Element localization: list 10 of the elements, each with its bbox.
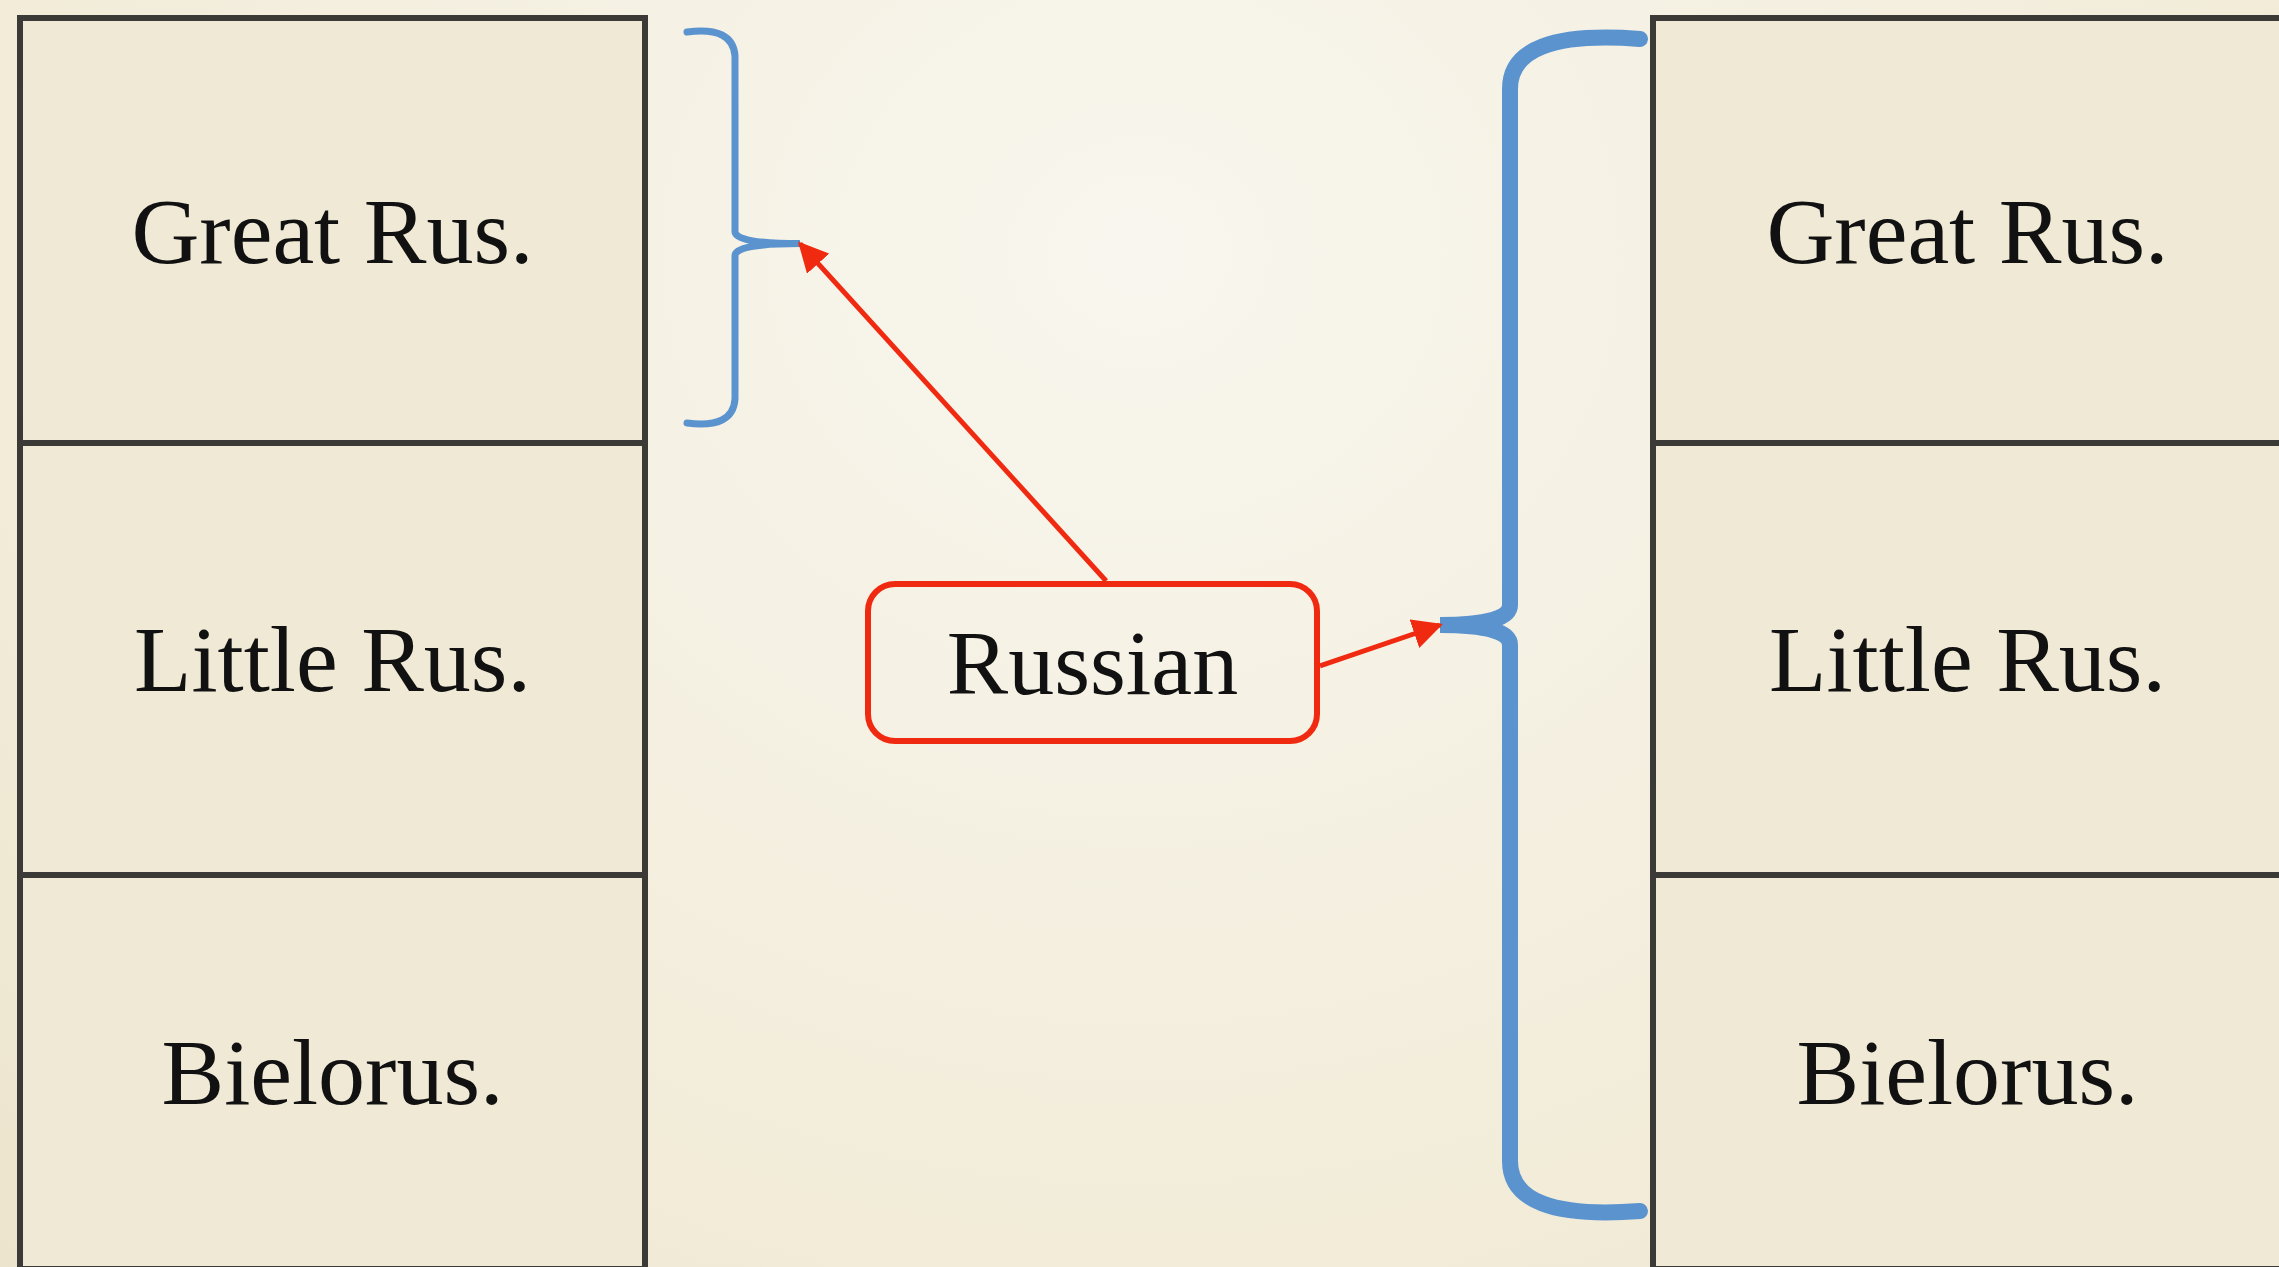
node-label: Bielorus. xyxy=(161,1019,504,1126)
node-label: Bielorus. xyxy=(1796,1019,2139,1126)
node-label: Little Rus. xyxy=(134,606,531,713)
node-label: Great Rus. xyxy=(131,177,534,285)
node-label: Little Rus. xyxy=(1769,606,2166,713)
arrow xyxy=(1319,619,1443,669)
label-box xyxy=(865,581,1320,744)
node-label: Russian xyxy=(946,610,1239,716)
node-label: Great Rus. xyxy=(1766,177,2169,285)
arrow xyxy=(798,241,1108,583)
